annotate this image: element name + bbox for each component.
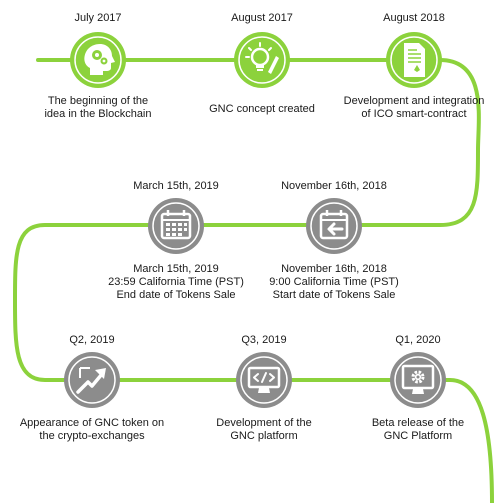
milestone-node [68,30,128,90]
milestone-date: Q3, 2019 [241,334,287,346]
milestone-date: November 16th, 2018 [281,180,387,192]
milestone-date: July 2017 [74,12,122,24]
milestone-node [232,30,292,90]
trend-arrow-icon [64,352,120,408]
lightbulb-pencil-icon [234,32,290,88]
calendar-arrow-icon [306,198,362,254]
milestone-node [146,196,206,256]
milestone-date: August 2017 [231,12,293,24]
milestone-node [384,30,444,90]
milestone-date: August 2018 [383,12,445,24]
milestone-date: Q1, 2020 [395,334,441,346]
milestone-node [304,196,364,256]
milestone-description: GNC concept created [209,103,315,115]
document-ethereum-icon [386,32,442,88]
milestone-date: Q2, 2019 [69,334,115,346]
milestone-node [234,350,294,410]
calendar-grid-icon [148,198,204,254]
milestone-date: March 15th, 2019 [133,180,219,192]
head-gears-icon [70,32,126,88]
milestone-node [388,350,448,410]
code-monitor-icon [236,352,292,408]
milestone-node [62,350,122,410]
gear-monitor-icon [390,352,446,408]
